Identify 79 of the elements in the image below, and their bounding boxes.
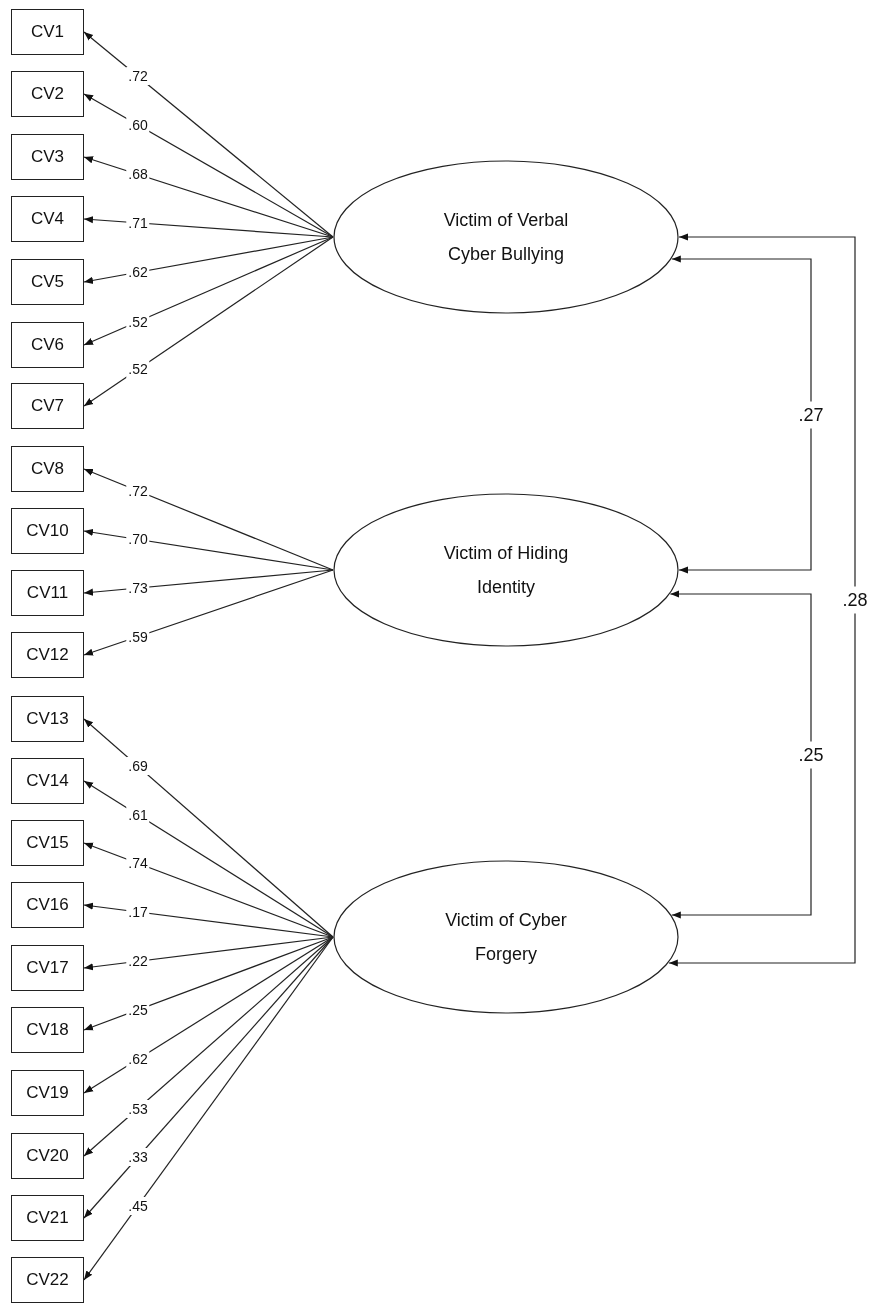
latent-variable-ellipse bbox=[333, 493, 679, 647]
variable-name: CV20 bbox=[26, 1146, 69, 1166]
variable-name: CV8 bbox=[30, 459, 65, 479]
observed-variable-box bbox=[11, 322, 84, 368]
observed-variable-box bbox=[11, 696, 84, 742]
coefficient-label: .53 bbox=[126, 1099, 150, 1118]
observed-variable-box bbox=[11, 570, 84, 616]
path-arrow bbox=[83, 569, 334, 596]
coefficient-label: .61 bbox=[126, 805, 150, 824]
observed-variable-box bbox=[11, 446, 84, 492]
variable-name: CV6 bbox=[30, 335, 65, 355]
path-arrow bbox=[83, 718, 334, 938]
variable-name: CV22 bbox=[26, 1270, 69, 1290]
variable-name: CV12 bbox=[26, 645, 69, 665]
variable-name: CV21 bbox=[26, 1208, 69, 1228]
observed-variable-box bbox=[11, 820, 84, 866]
coefficient-label: .33 bbox=[126, 1148, 150, 1167]
observed-variable-box bbox=[11, 632, 84, 678]
path-arrow bbox=[83, 902, 334, 938]
path-arrow bbox=[83, 93, 334, 238]
variable-name: CV2 bbox=[30, 84, 65, 104]
variable-name: CV17 bbox=[26, 958, 69, 978]
observed-variable-box bbox=[11, 945, 84, 991]
variable-name: CV3 bbox=[30, 147, 65, 167]
variable-name: CV1 bbox=[30, 22, 65, 42]
variable-name: CV14 bbox=[26, 771, 69, 791]
observed-variable-box bbox=[11, 1195, 84, 1241]
path-arrow bbox=[83, 236, 334, 346]
observed-variable-box bbox=[11, 383, 84, 429]
path-arrow bbox=[83, 528, 334, 571]
coefficient-label: .72 bbox=[126, 67, 150, 86]
path-arrow bbox=[83, 936, 334, 1157]
path-arrow bbox=[669, 590, 812, 919]
latent-variable-ellipse bbox=[333, 860, 679, 1014]
path-arrow bbox=[83, 31, 334, 238]
path-arrow bbox=[83, 842, 334, 938]
path-arrow bbox=[83, 468, 334, 571]
observed-variable-box bbox=[11, 196, 84, 242]
path-arrow bbox=[671, 255, 812, 574]
observed-variable-box bbox=[11, 1070, 84, 1116]
variable-name: CV15 bbox=[26, 833, 69, 853]
variable-name: CV7 bbox=[30, 396, 65, 416]
variable-name: CV11 bbox=[26, 583, 69, 603]
coefficient-label: .60 bbox=[126, 116, 150, 134]
path-arrow bbox=[83, 936, 334, 1281]
observed-variable-box bbox=[11, 882, 84, 928]
latent-variable-name: Victim of Verbal Cyber Bullying bbox=[442, 209, 570, 266]
observed-variable-box bbox=[11, 9, 84, 55]
coefficient-label: .45 bbox=[126, 1196, 150, 1215]
observed-variable-box bbox=[11, 1007, 84, 1053]
path-arrow bbox=[83, 936, 334, 1031]
observed-variable-box bbox=[11, 758, 84, 804]
variable-name: CV19 bbox=[26, 1083, 69, 1103]
variable-name: CV13 bbox=[26, 709, 69, 729]
variable-name: CV16 bbox=[26, 895, 69, 915]
observed-variable-box bbox=[11, 508, 84, 554]
path-arrow bbox=[668, 233, 856, 967]
variable-name: CV10 bbox=[26, 521, 69, 541]
coefficient-label: .52 bbox=[126, 360, 150, 379]
observed-variable-box bbox=[11, 1257, 84, 1303]
observed-variable-box bbox=[11, 71, 84, 117]
variable-name: CV18 bbox=[26, 1020, 69, 1040]
latent-variable-name: Victim of Hiding Identity bbox=[442, 542, 570, 599]
path-arrow bbox=[83, 236, 334, 284]
coefficient-label: .69 bbox=[126, 757, 150, 776]
observed-variable-box bbox=[11, 134, 84, 180]
observed-variable-box bbox=[11, 259, 84, 305]
path-arrow bbox=[83, 216, 334, 238]
latent-variable-ellipse bbox=[333, 160, 679, 314]
variable-name: CV4 bbox=[30, 209, 65, 229]
path-arrow bbox=[83, 936, 334, 971]
path-arrow bbox=[83, 936, 334, 1094]
path-arrow bbox=[83, 569, 334, 656]
coefficient-label: .62 bbox=[126, 1050, 150, 1069]
variable-name: CV5 bbox=[30, 272, 65, 292]
path-arrow bbox=[83, 780, 334, 938]
observed-variable-box bbox=[11, 1133, 84, 1179]
path-arrow bbox=[83, 236, 334, 407]
latent-variable-name: Victim of Cyber Forgery bbox=[444, 909, 568, 966]
